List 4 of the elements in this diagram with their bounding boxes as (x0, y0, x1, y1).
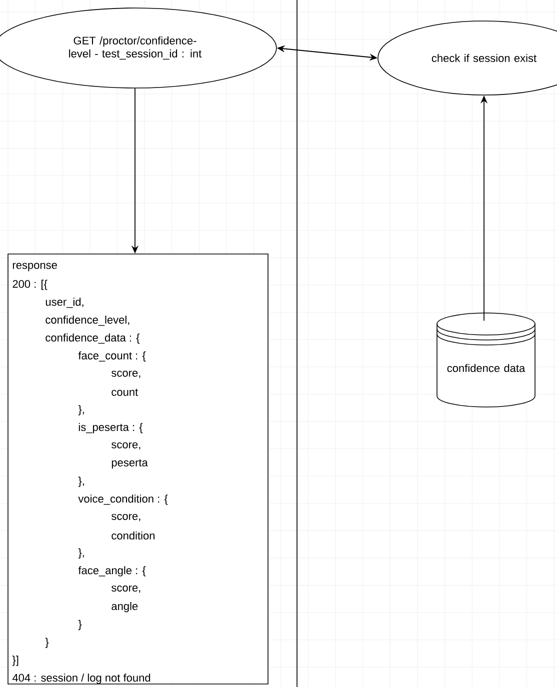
database-cylinder: confidence data (436, 312, 536, 408)
response-box: response 200 : [{ user_id, confidence_level, confidence_data : { face_count : { score, count }, is_peserta : { score, peserta }, voice_condition : { score, condition }, face_angle : { score, angle } } }] 404 : session / log not found (8, 254, 268, 684)
ellipse-node: check if session exist (378, 20, 557, 96)
node-label: check if session exist (432, 54, 536, 62)
